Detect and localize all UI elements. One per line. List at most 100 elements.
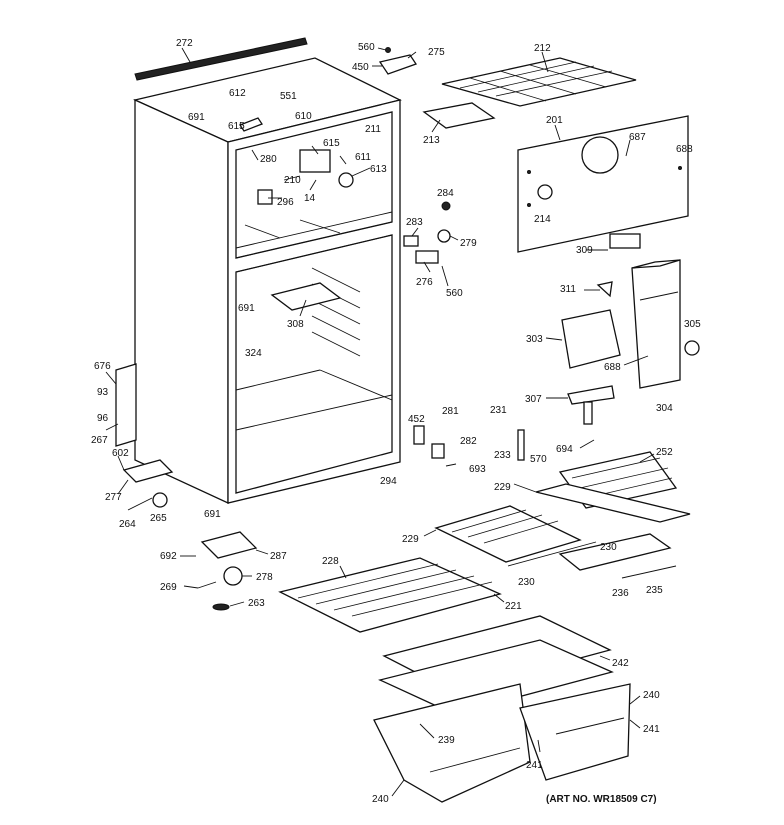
hinge-bracket-283: [403, 235, 419, 247]
callout-304: 304: [656, 403, 673, 414]
air-duct: [631, 259, 681, 389]
callout-272: 272: [176, 38, 193, 49]
callout-287: 287: [270, 551, 287, 562]
callout-228: 228: [322, 556, 339, 567]
callout-239: 239: [438, 735, 455, 746]
callout-277: 277: [105, 492, 122, 503]
callout-560: 560: [358, 42, 375, 53]
callout-276: 276: [416, 277, 433, 288]
cover-307: [567, 385, 615, 405]
hinge-bracket-276: [415, 250, 439, 264]
ice-tray: [422, 102, 496, 129]
callout-324: 324: [245, 348, 262, 359]
fresh-food-shelf-228: [278, 557, 502, 633]
callout-230: 230: [518, 577, 535, 588]
freezer-back-panel: [517, 115, 689, 253]
callout-211: 211: [365, 124, 381, 135]
callout-688: 688: [604, 362, 621, 373]
callout-284: 284: [437, 188, 454, 199]
top-hinge: [378, 54, 418, 75]
callout-305: 305: [684, 319, 701, 330]
callout-282: 282: [460, 436, 477, 447]
art-number: (ART NO. WR18509 C7): [546, 794, 657, 805]
callout-230: 230: [600, 542, 617, 553]
mounting-plate-287: [200, 531, 258, 559]
callout-308: 308: [287, 319, 304, 330]
crisper-cover-236: [558, 533, 672, 571]
callout-263: 263: [248, 598, 265, 609]
callout-691: 691: [238, 303, 255, 314]
callout-235: 235: [646, 585, 663, 596]
callout-570: 570: [530, 454, 547, 465]
callout-311: 311: [560, 284, 576, 295]
hinge-screw: [385, 47, 391, 53]
cover-307-stem: [583, 401, 593, 425]
callout-602: 602: [112, 448, 129, 459]
callout-283: 283: [406, 217, 423, 228]
callout-615: 615: [228, 121, 245, 132]
callout-240: 240: [643, 690, 660, 701]
callout-307: 307: [525, 394, 542, 405]
callout-551: 551: [280, 91, 297, 102]
shelf-229: [434, 505, 582, 563]
callout-615: 615: [323, 138, 340, 149]
callout-236: 236: [612, 588, 629, 599]
roller-265: [152, 492, 168, 508]
refrigerator-cabinet: [132, 57, 402, 505]
knob-305: [684, 340, 700, 356]
leveling-bracket: [115, 363, 137, 447]
callout-231: 231: [490, 405, 507, 416]
callout-265: 265: [150, 513, 167, 524]
callout-229: 229: [494, 482, 511, 493]
callout-labels: 272 560 275 450 212 612 551 691 615 610 …: [91, 38, 701, 805]
freezer-shelf: [441, 57, 637, 107]
callout-275: 275: [428, 47, 445, 58]
callout-96: 96: [97, 413, 109, 424]
callout-613: 613: [370, 164, 387, 175]
bracket-233: [517, 429, 525, 461]
callout-296: 296: [277, 197, 294, 208]
cap-284: [441, 201, 451, 211]
callout-309: 309: [576, 245, 593, 256]
callout-241: 241: [526, 760, 543, 771]
control-label: [609, 233, 641, 249]
callout-269: 269: [160, 582, 177, 593]
screw-269: [197, 581, 217, 589]
callout-694: 694: [556, 444, 573, 455]
shelf-frame-229: [535, 483, 691, 523]
callout-281: 281: [442, 406, 459, 417]
callout-201: 201: [546, 115, 563, 126]
callout-233: 233: [494, 450, 511, 461]
callout-691: 691: [188, 112, 205, 123]
callout-267: 267: [91, 435, 108, 446]
callout-210: 210: [284, 175, 301, 186]
callout-221: 221: [505, 601, 522, 612]
callout-264: 264: [119, 519, 136, 530]
callout-229: 229: [402, 534, 419, 545]
callout-213: 213: [423, 135, 440, 146]
callout-688: 688: [676, 144, 693, 155]
leader-lines: [105, 47, 655, 797]
callout-93: 93: [97, 387, 109, 398]
callout-452: 452: [408, 414, 425, 425]
roller-278: [223, 566, 243, 586]
callout-450: 450: [352, 62, 369, 73]
callout-240: 240: [372, 794, 389, 805]
bracket-282: [431, 443, 445, 459]
callout-687: 687: [629, 132, 646, 143]
callout-303: 303: [526, 334, 543, 345]
callout-676: 676: [94, 361, 111, 372]
callout-560: 560: [446, 288, 463, 299]
callout-279: 279: [460, 238, 477, 249]
callout-14: 14: [304, 193, 316, 204]
callout-692: 692: [160, 551, 177, 562]
callout-278: 278: [256, 572, 273, 583]
callout-241: 241: [643, 724, 660, 735]
callout-611: 611: [355, 152, 371, 163]
hinge-pin-279: [437, 229, 451, 243]
screw-264: [127, 497, 153, 511]
bracket-452: [413, 425, 425, 445]
callout-212: 212: [534, 43, 551, 54]
callout-612: 612: [229, 88, 246, 99]
